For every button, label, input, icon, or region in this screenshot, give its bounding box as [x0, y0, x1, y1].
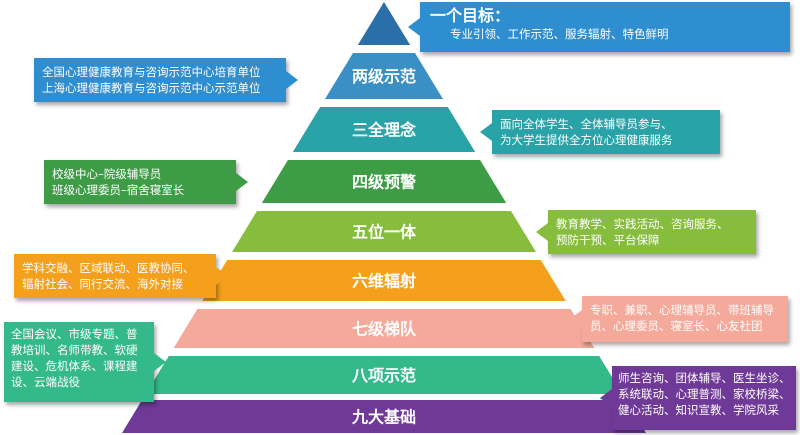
goal-text: 专业引领、工作示范、服务辐射、特色鲜明: [450, 27, 669, 41]
pyramid-label-seven-tier: 七级梯队: [352, 320, 417, 339]
two-level-line-1: 全国心理健康教育与咨询示范中心培育单位: [42, 65, 261, 79]
pyramid-label-eight-demo: 八项示范: [351, 366, 416, 385]
three-all-line-2: 为大学生提供全方位心理健康服务: [500, 133, 673, 147]
six-line-2: 辐射社会、同行交流、海外对接: [22, 277, 183, 291]
pyramid-band-six-dimension: [202, 260, 566, 301]
callout-arrow: [154, 353, 166, 371]
pyramid-band-three-all: [292, 107, 476, 152]
five-line-2: 预防干预、平台保障: [556, 233, 660, 247]
pyramid-label-nine-basis: 九大基础: [351, 408, 416, 427]
pyramid-label-four-level-warning: 四级预警: [352, 173, 416, 192]
callout-seven-tier: 专职、兼职、心理辅导员、带班辅导 员、心理委员、寝室长、心友社团: [570, 296, 788, 342]
nine-line-2: 系统联动、心理普测、家校桥梁、: [618, 387, 791, 401]
callout-arrow: [536, 223, 548, 241]
pyramid-label-five-in-one: 五位一体: [352, 223, 417, 242]
callout-nine-basis: 师生咨询、团体辅导、医生坐诊、 系统联动、心理普测、家校桥梁、 健心活动、知识宣…: [600, 366, 796, 430]
four-level-line-2: 班级心理委员–宿舍寝室长: [52, 183, 185, 197]
eight-line-4: 设、云端战役: [11, 375, 80, 389]
pyramid-label-six-dimension: 六维辐射: [352, 272, 416, 291]
callout-arrow: [600, 389, 612, 407]
callout-arrow: [216, 267, 228, 285]
two-level-line-2: 上海心理健康教育与咨询示范中心示范单位: [42, 81, 261, 95]
eight-line-3: 建设、危机体系、课程建: [11, 359, 138, 373]
callout-arrow: [236, 173, 248, 191]
callout-two-level-demo: 全国心理健康教育与咨询示范中心培育单位 上海心理健康教育与咨询示范中心示范单位: [34, 58, 298, 102]
nine-line-3: 健心活动、知识宣教、学院风采: [618, 403, 779, 417]
callout-arrow: [480, 123, 492, 141]
nine-line-1: 师生咨询、团体辅导、医生坐诊、: [618, 371, 791, 385]
callout-four-level: 校级中心–院级辅导员 班级心理委员–宿舍寝室长: [44, 160, 248, 204]
pyramid-band-nine-basis: [122, 400, 646, 433]
five-line-1: 教育教学、实践活动、咨询服务、: [556, 217, 729, 231]
seven-line-1: 专职、兼职、心理辅导员、带班辅导: [590, 303, 774, 317]
callout-arrow: [570, 310, 582, 328]
eight-line-1: 全国会议、市级专题、普: [11, 327, 138, 341]
three-all-line-1: 面向全体学生、全体辅导员参与、: [500, 117, 673, 131]
callout-arrow: [286, 71, 298, 89]
callout-eight-demo: 全国会议、市级专题、普 教培训、名师带教、软硬 建设、危机体系、课程建 设、云端…: [4, 322, 166, 402]
callout-six-dimension: 学科交融、区域联动、医教协同、 辐射社会、同行交流、海外对接: [14, 254, 228, 298]
goal-title: 一个目标：: [430, 6, 511, 25]
callout-five-in-one: 教育教学、实践活动、咨询服务、 预防干预、平台保障: [536, 210, 756, 254]
seven-line-2: 员、心理委员、寝室长、心友社团: [590, 319, 763, 333]
pyramid-label-three-all: 三全理念: [352, 121, 417, 140]
pyramid-band-two-level-demo: [325, 53, 443, 99]
callout-three-all: 面向全体学生、全体辅导员参与、 为大学生提供全方位心理健康服务: [480, 110, 720, 154]
pyramid-label-two-level-demo: 两级示范: [352, 67, 416, 86]
eight-line-2: 教培训、名师带教、软硬: [11, 343, 138, 357]
four-level-line-1: 校级中心–院级辅导员: [52, 167, 162, 181]
callout-goal: 一个目标： 专业引领、工作示范、服务辐射、特色鲜明: [408, 2, 790, 52]
pyramid-band-seven-tier: [173, 309, 595, 348]
pyramid-band-apex: [357, 2, 411, 45]
callout-arrow: [408, 18, 420, 36]
pyramid-band-eight-demo: [145, 356, 623, 394]
six-line-1: 学科交融、区域联动、医教协同、: [22, 261, 195, 275]
pyramid-band-four-level-warning: [261, 160, 507, 203]
pyramid-band-five-in-one: [232, 211, 536, 252]
